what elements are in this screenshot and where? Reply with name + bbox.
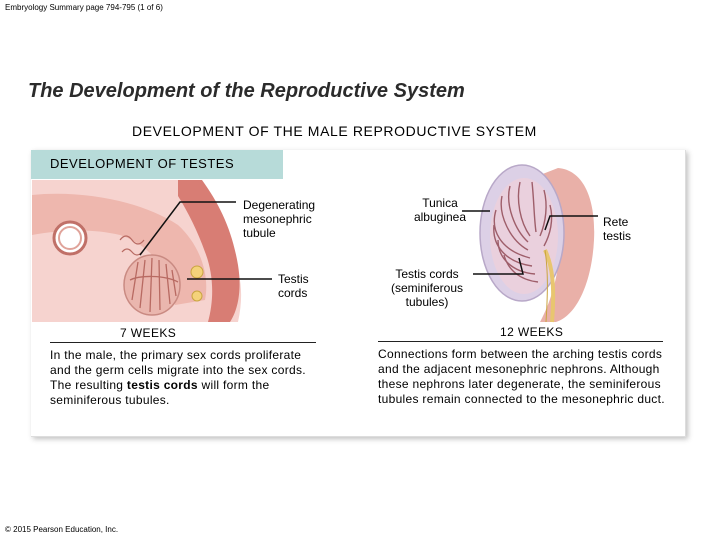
label-line: Testis (278, 272, 309, 286)
label-tunica-albuginea: Tunica albuginea (410, 196, 470, 224)
label-line: (seminiferous (390, 281, 464, 295)
copyright-footer: © 2015 Pearson Education, Inc. (5, 525, 119, 534)
label-line: cords (278, 286, 308, 300)
caption-12-weeks: Connections form between the arching tes… (378, 347, 665, 406)
label-rete-testis: Rete testis (603, 215, 631, 243)
label-degenerating-mesonephric-tubule: Degenerating mesonephric tubule (243, 198, 315, 240)
label-testis-cords-seminiferous: Testis cords (seminiferous tubules) (380, 267, 474, 309)
section-subtitle: DEVELOPMENT OF THE MALE REPRODUCTIVE SYS… (132, 123, 537, 139)
label-line: Degenerating (243, 198, 316, 212)
label-testis-cords: Testis cords (278, 272, 309, 300)
caption-text: will form the seminiferous tubules. (50, 378, 270, 407)
seven-week-illustration (32, 180, 272, 322)
slide-title: The Development of the Reproductive Syst… (28, 80, 465, 102)
label-line: albuginea (413, 210, 467, 224)
left-divider (50, 342, 316, 343)
caption-text: In the male, the primary sex cords proli… (50, 348, 306, 392)
label-line: Rete (603, 215, 629, 229)
label-line: mesonephric (243, 212, 312, 226)
twelve-week-illustration (462, 164, 598, 323)
label-line: Tunica (422, 196, 458, 210)
caption-7-weeks: In the male, the primary sex cords proli… (50, 348, 322, 408)
week-label-12: 12 WEEKS (500, 325, 564, 339)
right-divider (378, 341, 663, 342)
label-line: testis (603, 229, 632, 243)
label-line: Testis cords (395, 267, 459, 281)
header-note: Embryology Summary page 794-795 (1 of 6) (5, 3, 163, 12)
label-line: tubule (243, 226, 276, 240)
week-label-7: 7 WEEKS (120, 326, 177, 340)
panel-tab-label: DEVELOPMENT OF TESTES (50, 156, 235, 171)
label-line: tubules) (405, 295, 449, 309)
caption-bold-term: testis cords (126, 378, 198, 392)
panel-tab (31, 150, 283, 179)
